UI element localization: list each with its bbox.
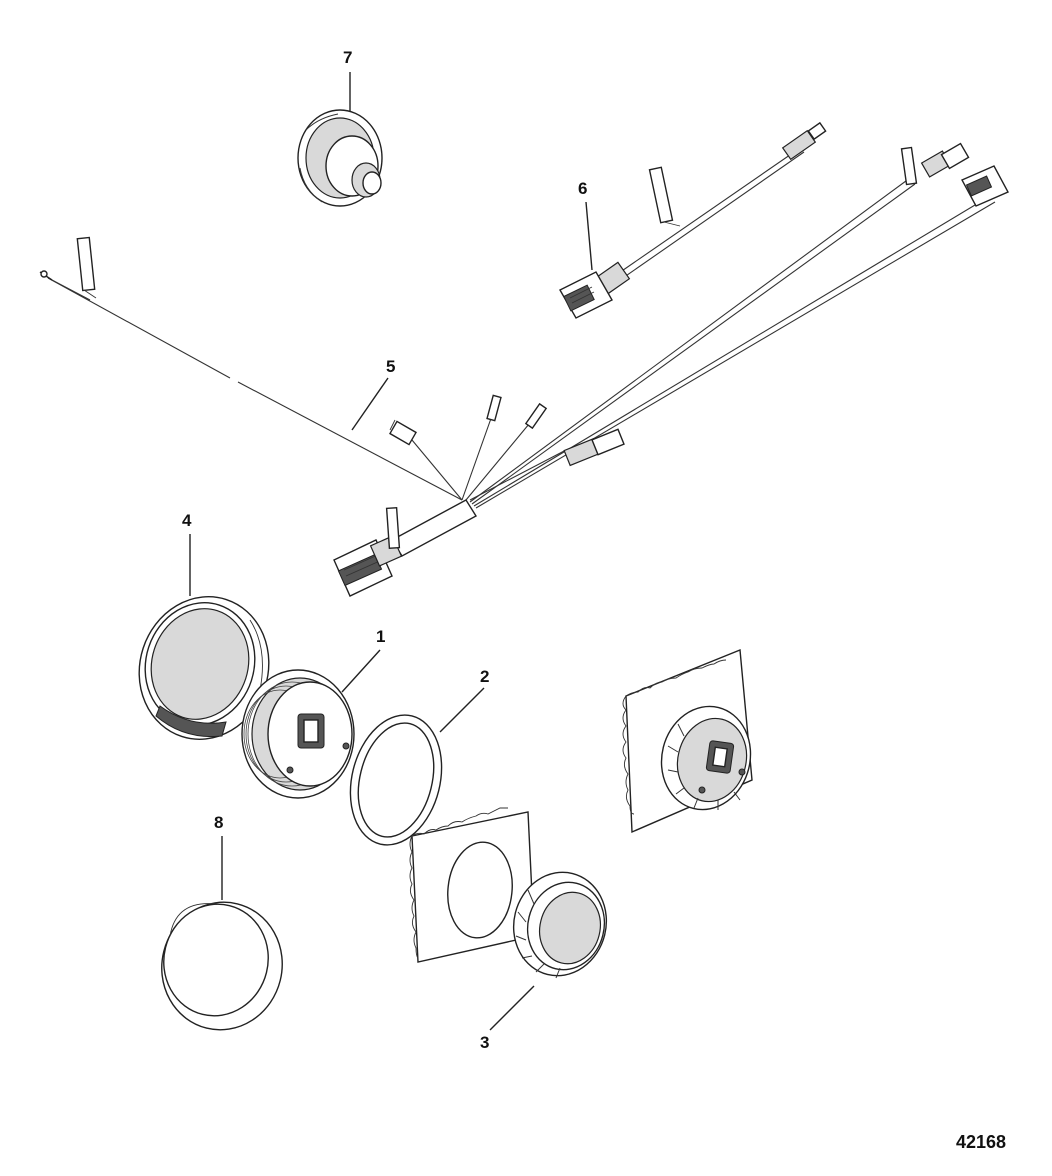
part-5-tag-right	[900, 146, 918, 186]
callout-7: 7	[343, 48, 352, 67]
part-1-gauge	[241, 669, 355, 799]
part-4-bezel	[138, 596, 270, 740]
leader-2	[439, 687, 485, 733]
assembled-view	[622, 648, 753, 834]
leader-6	[585, 201, 593, 271]
part-2-gasket	[349, 714, 443, 846]
part-6-adapter-harness	[559, 121, 827, 319]
callout-2: 2	[480, 667, 489, 686]
leader-1	[341, 649, 381, 693]
part-3-retaining-nut	[512, 871, 608, 979]
callout-5: 5	[386, 357, 395, 376]
callout-8: 8	[214, 813, 223, 832]
part-5-tag-left	[76, 236, 97, 299]
leader-5	[351, 377, 389, 431]
part-8-cover	[161, 901, 283, 1031]
part-5-wiring-harness	[39, 142, 1009, 597]
dash-panel-cutout	[409, 807, 535, 963]
figure-number: 42168	[956, 1132, 1006, 1152]
part-7-boot	[297, 109, 383, 207]
callout-1: 1	[376, 627, 385, 646]
part-5-tag-connector	[385, 506, 401, 550]
leader-3	[489, 985, 535, 1031]
callout-3: 3	[480, 1033, 489, 1052]
callout-6: 6	[578, 179, 587, 198]
callout-4: 4	[182, 511, 192, 530]
part-6-tag	[648, 166, 681, 227]
